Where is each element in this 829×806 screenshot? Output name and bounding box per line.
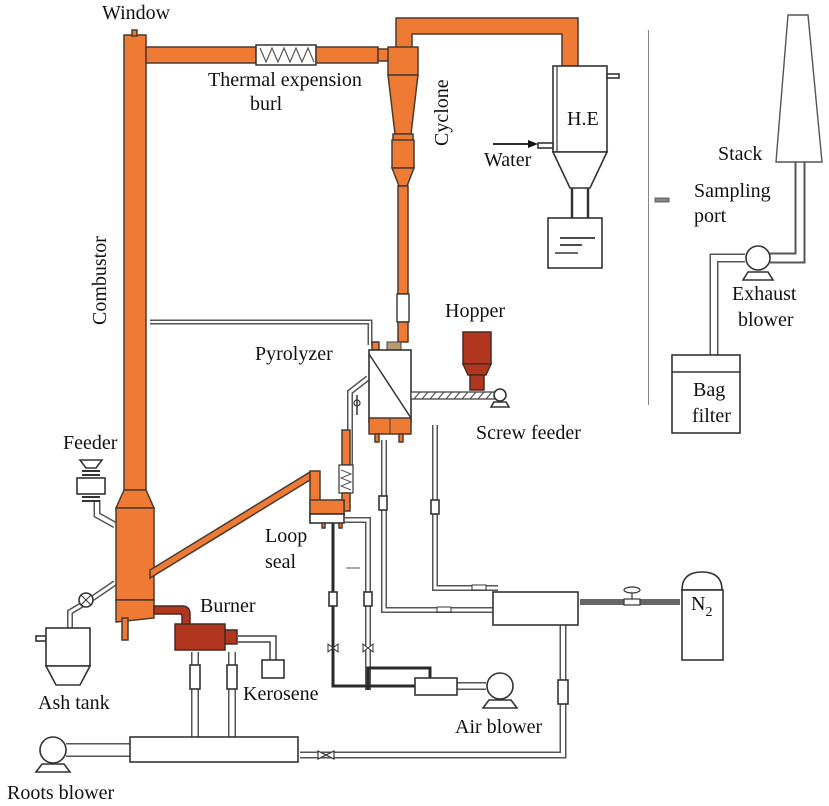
air-lines xyxy=(331,522,486,690)
label-screw-feeder: Screw feeder xyxy=(476,422,581,444)
label-thermal-expansion: Thermal expension xyxy=(208,69,362,91)
stack xyxy=(775,14,823,163)
flowmeters xyxy=(189,495,569,705)
ash-tank xyxy=(35,592,94,686)
sampling-port xyxy=(654,197,670,203)
label-loop: Loop xyxy=(265,525,307,547)
label-bag: Bag xyxy=(693,379,725,401)
label-thermal-expansion-burl: burl xyxy=(250,93,283,115)
label-pyrolyzer: Pyrolyzer xyxy=(255,343,333,365)
label-hopper: Hopper xyxy=(445,300,505,322)
label-water: Water xyxy=(484,149,532,171)
label-exhaust: Exhaust xyxy=(732,283,797,305)
n2-cylinder xyxy=(681,571,724,661)
label-window: Window xyxy=(102,2,171,24)
kerosene-tank xyxy=(261,659,285,679)
label-ash-tank: Ash tank xyxy=(38,692,110,714)
standpipe xyxy=(338,395,361,512)
heat-exchanger xyxy=(537,65,620,269)
top-duct xyxy=(145,44,391,66)
air-manifold xyxy=(129,736,299,763)
labels: Window Thermal expension burl Cyclone H.… xyxy=(7,2,797,804)
hopper xyxy=(461,331,493,391)
label-loop-seal: seal xyxy=(265,551,297,573)
label-heat-exchanger: H.E xyxy=(567,108,599,130)
label-combustor: Combustor xyxy=(89,236,111,325)
label-sampling: Sampling xyxy=(694,180,771,202)
label-sampling-port: port xyxy=(694,205,727,227)
label-exhaust-blower: blower xyxy=(738,309,794,331)
label-bag-filter: filter xyxy=(692,405,731,427)
roots-blower xyxy=(34,736,72,773)
valves xyxy=(317,584,641,760)
exhaust-blower xyxy=(741,245,775,281)
label-air-blower: Air blower xyxy=(455,716,543,738)
label-kerosene: Kerosene xyxy=(243,683,319,705)
loop-seal xyxy=(149,470,360,580)
feeder xyxy=(76,459,106,502)
gas-mixer xyxy=(492,591,579,626)
air-blower xyxy=(414,672,519,709)
cyclone xyxy=(387,17,579,343)
label-roots-blower: Roots blower xyxy=(7,782,115,804)
combustor xyxy=(114,29,156,641)
label-stack: Stack xyxy=(718,143,762,165)
label-cyclone: Cyclone xyxy=(431,79,453,146)
label-feeder: Feeder xyxy=(63,432,118,454)
water-arrow xyxy=(493,140,538,148)
label-n2: N2 xyxy=(691,593,712,620)
burner xyxy=(153,605,238,651)
pyrolyzer xyxy=(368,341,412,443)
bag-filter xyxy=(671,354,741,434)
screw-feeder xyxy=(410,388,511,408)
thermal-expansion-bellows xyxy=(255,44,317,66)
label-burner: Burner xyxy=(200,595,256,617)
